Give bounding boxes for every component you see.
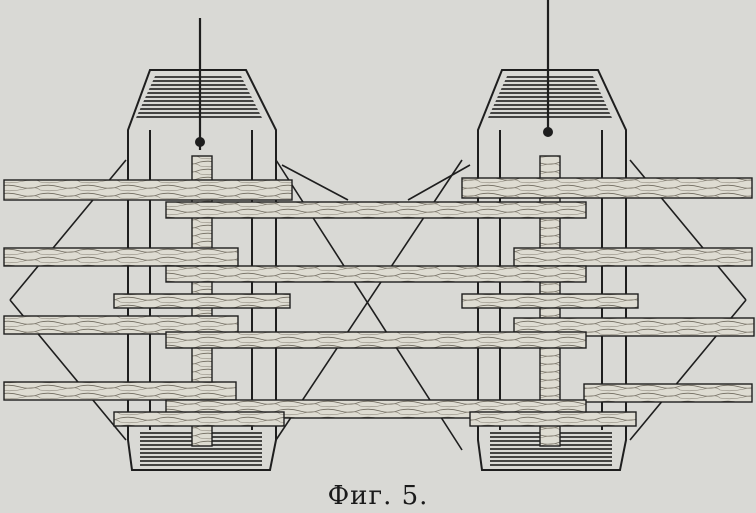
timber-bracing-illustration xyxy=(3,0,755,471)
timber-planks xyxy=(3,177,755,427)
figure-caption: Фиг. 5. xyxy=(327,481,429,511)
